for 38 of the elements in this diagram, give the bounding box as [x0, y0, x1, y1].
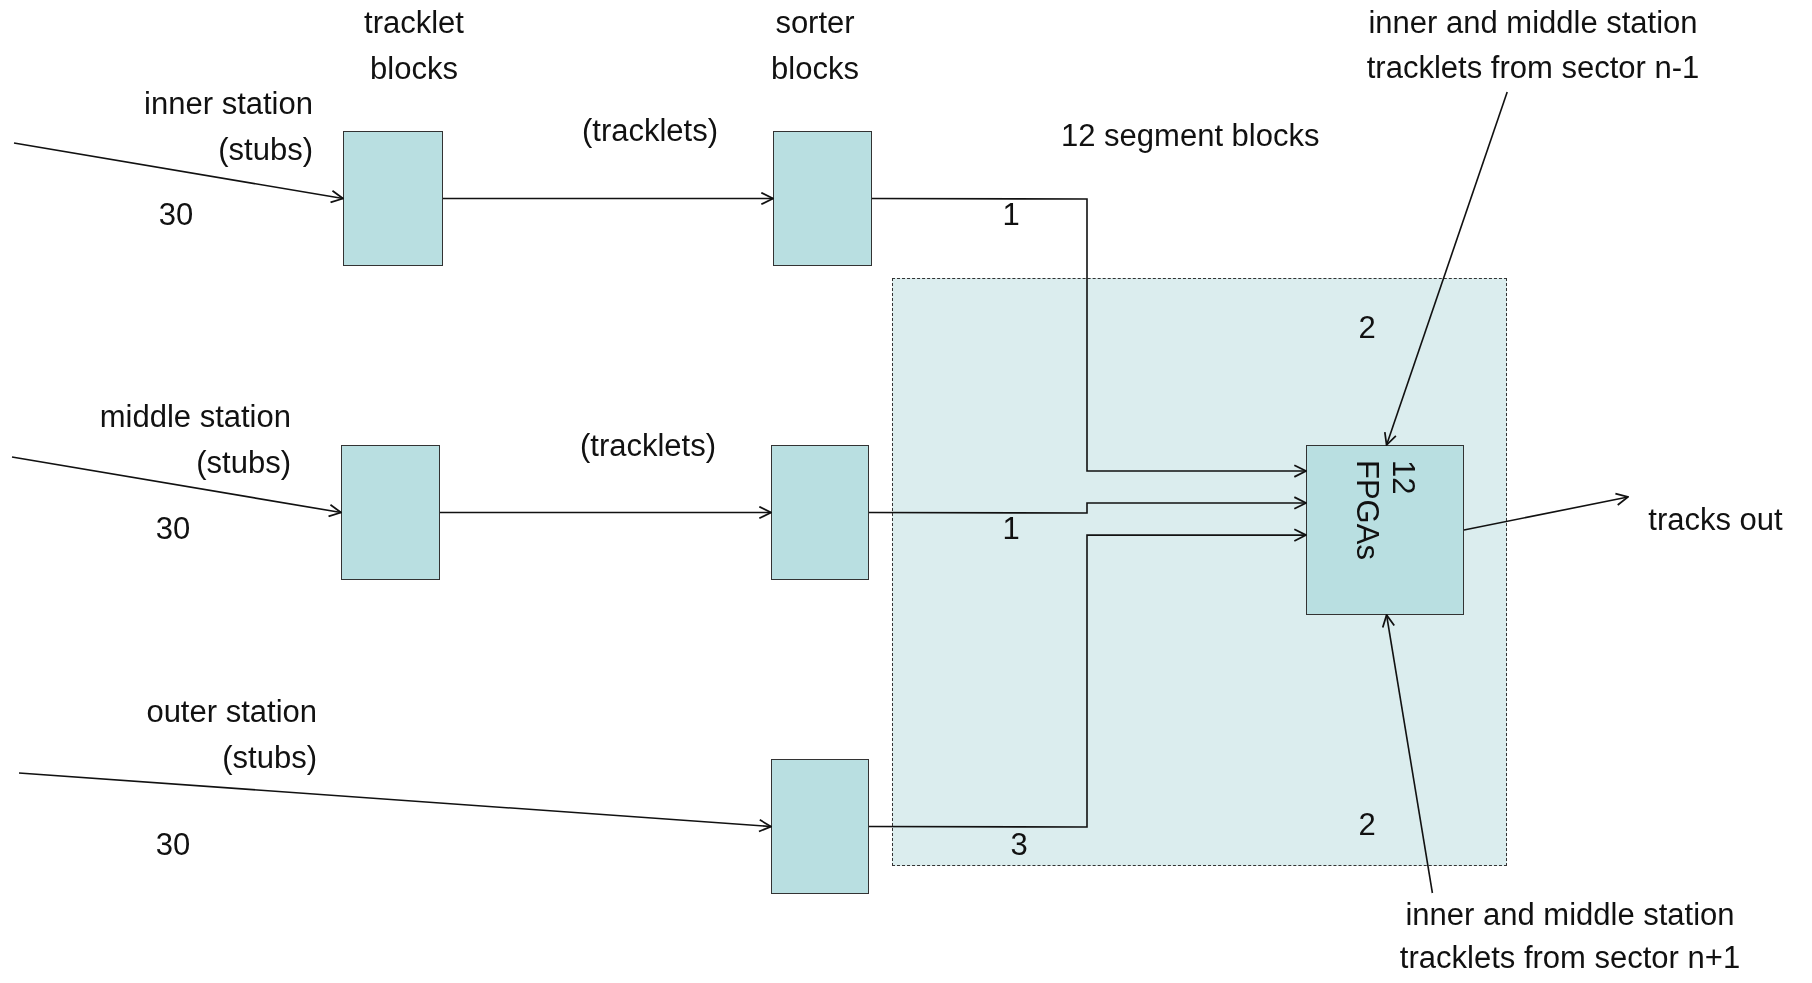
arrow: [871, 197, 1307, 478]
arrow: [442, 191, 774, 206]
edge-label: 1: [1002, 198, 1020, 232]
process-box: [341, 445, 440, 580]
text-label: tracklet blocks: [363, 4, 465, 88]
arrow: [439, 505, 772, 520]
arrow: [1381, 614, 1434, 894]
dashed-region: [892, 278, 1507, 866]
arrow: [18, 772, 772, 833]
node-text: inner and middle station tracklets from sector n-1: [1365, 4, 1701, 87]
arrow: [1463, 492, 1629, 531]
text-label: inner station (stubs): [143, 85, 313, 169]
edge-label: 30: [158, 198, 194, 232]
edge-label: (tracklets): [579, 429, 717, 463]
process-box: [773, 131, 872, 266]
text-label: sorter blocks: [770, 4, 860, 88]
text-label: 12 segment blocks: [1061, 117, 1321, 155]
arrow: [868, 496, 1307, 514]
edge-label: 2: [1358, 808, 1376, 842]
text-label: outer station (stubs): [145, 693, 317, 777]
node-text: inner and middle station tracklets from sector n+1: [1398, 896, 1742, 977]
edge-label: 1: [1002, 512, 1020, 546]
arrow: [11, 456, 342, 518]
arrow: [13, 142, 344, 204]
process-box: [343, 131, 443, 266]
process-box: [771, 445, 869, 580]
box-label: 12 FPGAs: [1348, 459, 1421, 562]
process-box: [1305, 444, 1464, 615]
arrow: [868, 528, 1307, 828]
edge-label: 30: [155, 512, 191, 546]
text-label: middle station (stubs): [98, 398, 291, 482]
edge-label: (tracklets): [581, 114, 719, 148]
edge-label: 2: [1358, 311, 1376, 345]
edge-label: 3: [1010, 828, 1028, 862]
process-box: [771, 759, 869, 894]
node-text: tracks out: [1647, 501, 1784, 539]
edge-label: 30: [155, 828, 191, 862]
arrow: [1383, 91, 1508, 446]
